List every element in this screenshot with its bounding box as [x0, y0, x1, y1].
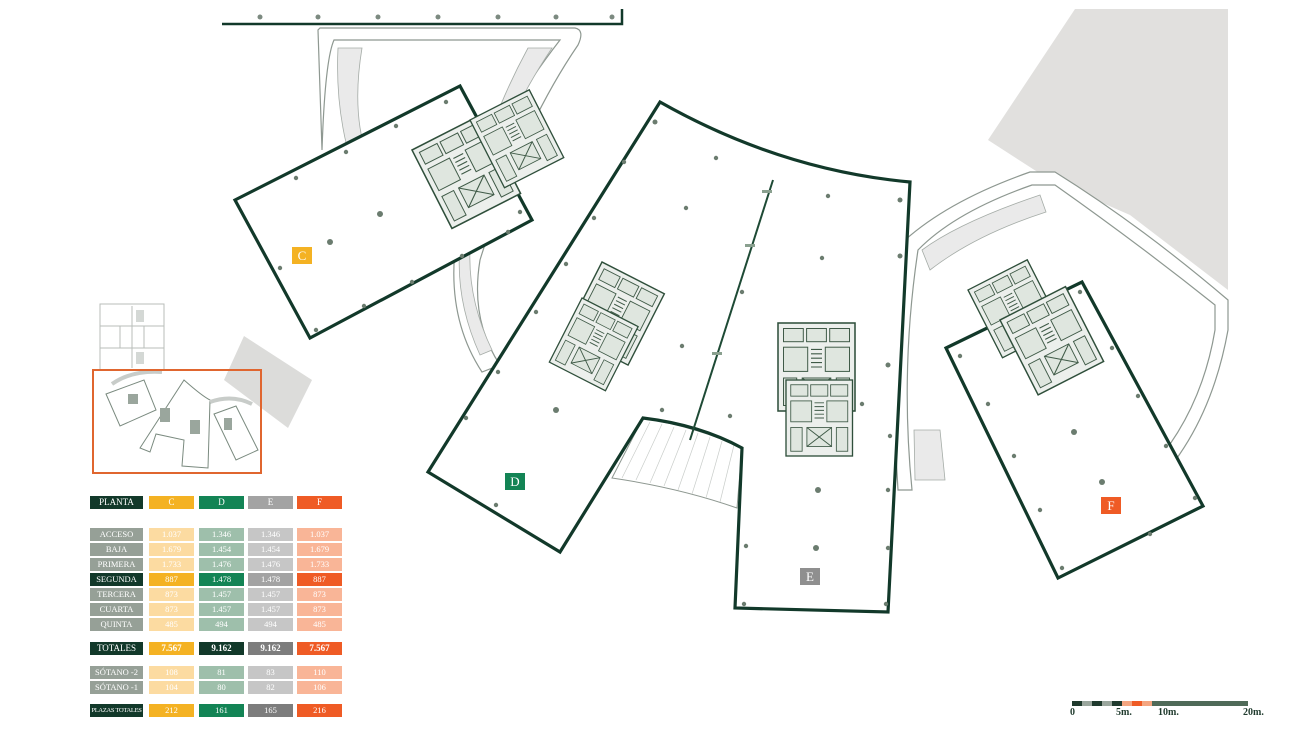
cell-e: 165	[248, 704, 293, 717]
row-label: PRIMERA	[90, 558, 143, 571]
row-label: BAJA	[90, 543, 143, 556]
cell-f: 7.567	[297, 642, 342, 655]
cell-d: 494	[199, 618, 244, 631]
cell-d: 161	[199, 704, 244, 717]
row-label: SÓTANO -1	[90, 681, 143, 694]
scale-label-20m: 20m.	[1243, 707, 1264, 718]
building-c-plan	[232, 83, 565, 341]
cell-c: 1.037	[149, 528, 194, 541]
row-label: TERCERA	[90, 588, 143, 601]
scale-label-10m: 10m.	[1158, 707, 1179, 718]
cell-c: 887	[149, 573, 194, 586]
scale-segment	[1072, 701, 1082, 706]
table-header-row: PLANTA C D E F	[90, 496, 346, 509]
building-label-e: E	[800, 568, 820, 585]
row-label: TOTALES	[90, 642, 143, 655]
header-e: E	[248, 496, 293, 509]
cell-f: 1.037	[297, 528, 342, 541]
table-row: QUINTA 485 494 494 485	[90, 618, 346, 631]
site-boundary	[222, 9, 624, 26]
header-planta: PLANTA	[90, 496, 143, 509]
cell-f: 110	[297, 666, 342, 679]
row-label: QUINTA	[90, 618, 143, 631]
neighbouring-plot	[988, 9, 1228, 290]
building-label-c: C	[292, 247, 312, 264]
cell-d: 80	[199, 681, 244, 694]
cell-d: 1.454	[199, 543, 244, 556]
table-totals-row: TOTALES 7.567 9.162 9.162 7.567	[90, 642, 346, 655]
cell-c: 485	[149, 618, 194, 631]
scale-segment	[1152, 701, 1248, 706]
building-f-plan	[943, 259, 1206, 581]
table-row: SÓTANO -1 104 80 82 106	[90, 681, 346, 694]
scale-label-0: 0	[1070, 707, 1075, 718]
cell-e: 1.346	[248, 528, 293, 541]
cell-f: 485	[297, 618, 342, 631]
cell-e: 1.457	[248, 603, 293, 616]
header-d: D	[199, 496, 244, 509]
row-label: ACCESO	[90, 528, 143, 541]
table-row: CUARTA 873 1.457 1.457 873	[90, 603, 346, 616]
cell-e: 82	[248, 681, 293, 694]
cell-f: 1.679	[297, 543, 342, 556]
cell-c: 873	[149, 603, 194, 616]
cell-d: 9.162	[199, 642, 244, 655]
row-label: PLAZAS TOTALES	[90, 704, 143, 717]
cell-e: 1.457	[248, 588, 293, 601]
cell-d: 1.457	[199, 588, 244, 601]
cell-d: 1.478	[199, 573, 244, 586]
cell-c: 104	[149, 681, 194, 694]
cell-f: 106	[297, 681, 342, 694]
row-label: CUARTA	[90, 603, 143, 616]
scale-segment	[1092, 701, 1102, 706]
table-row: PRIMERA 1.733 1.476 1.476 1.733	[90, 558, 346, 571]
table-parking-totals-row: PLAZAS TOTALES 212 161 165 216	[90, 704, 346, 717]
row-label: SÓTANO -2	[90, 666, 143, 679]
header-f: F	[297, 496, 342, 509]
cell-f: 873	[297, 588, 342, 601]
cell-d: 1.457	[199, 603, 244, 616]
scale-segment	[1082, 701, 1092, 706]
cell-c: 108	[149, 666, 194, 679]
table-row: SÓTANO -2 108 81 83 110	[90, 666, 346, 679]
cell-c: 7.567	[149, 642, 194, 655]
scale-segment	[1112, 701, 1122, 706]
table-row: BAJA 1.679 1.454 1.454 1.679	[90, 543, 346, 556]
table-row-highlighted: SEGUNDA 887 1.478 1.478 887	[90, 573, 346, 586]
cell-e: 1.454	[248, 543, 293, 556]
cell-f: 873	[297, 603, 342, 616]
building-d-plan	[425, 99, 912, 614]
building-label-f: F	[1101, 497, 1121, 514]
cell-c: 1.733	[149, 558, 194, 571]
scale-segment	[1122, 701, 1132, 706]
building-label-d: D	[505, 473, 525, 490]
cell-e: 1.478	[248, 573, 293, 586]
ramp-band-right	[894, 171, 1229, 491]
cell-d: 81	[199, 666, 244, 679]
scale-bar: 0 5m. 10m. 20m.	[1068, 699, 1278, 721]
cell-d: 1.476	[199, 558, 244, 571]
scale-segment	[1132, 701, 1142, 706]
key-map-highlight-frame	[92, 369, 262, 474]
cell-d: 1.346	[199, 528, 244, 541]
table-row: ACCESO 1.037 1.346 1.346 1.037	[90, 528, 346, 541]
cell-f: 1.733	[297, 558, 342, 571]
table-row: TERCERA 873 1.457 1.457 873	[90, 588, 346, 601]
cell-f: 216	[297, 704, 342, 717]
cell-e: 83	[248, 666, 293, 679]
cell-e: 494	[248, 618, 293, 631]
cell-e: 9.162	[248, 642, 293, 655]
scale-segment	[1102, 701, 1112, 706]
cell-f: 887	[297, 573, 342, 586]
scale-label-5m: 5m.	[1116, 707, 1132, 718]
scale-segment	[1142, 701, 1152, 706]
row-label: SEGUNDA	[90, 573, 143, 586]
cell-c: 1.679	[149, 543, 194, 556]
header-c: C	[149, 496, 194, 509]
cell-e: 1.476	[248, 558, 293, 571]
cell-c: 873	[149, 588, 194, 601]
cell-c: 212	[149, 704, 194, 717]
